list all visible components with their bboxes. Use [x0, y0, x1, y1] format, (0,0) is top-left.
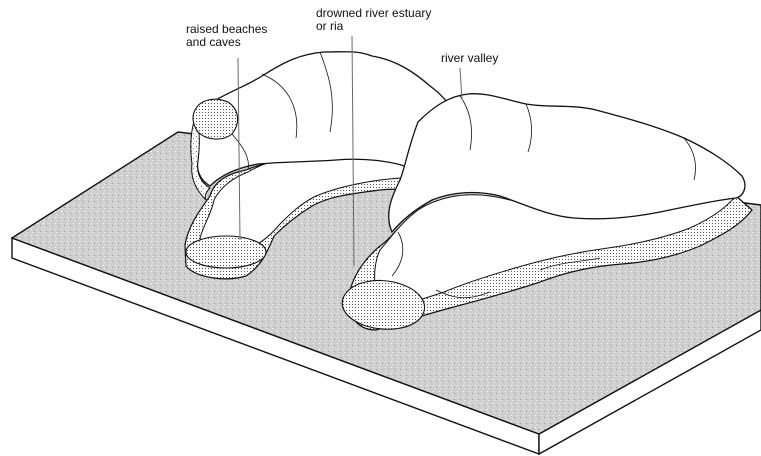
drowned-estuary-label-line2: or ria	[316, 20, 431, 33]
left-tip-headland	[193, 99, 238, 139]
raised-beach-platform	[186, 236, 266, 268]
river-valley-label: river valley	[441, 52, 498, 65]
raised-beaches-label-line2: and caves	[186, 36, 267, 49]
drowned-estuary-label: drowned river estuary or ria	[316, 7, 431, 33]
river-valley-label-line1: river valley	[441, 52, 498, 65]
raised-beaches-label: raised beaches and caves	[186, 23, 267, 49]
